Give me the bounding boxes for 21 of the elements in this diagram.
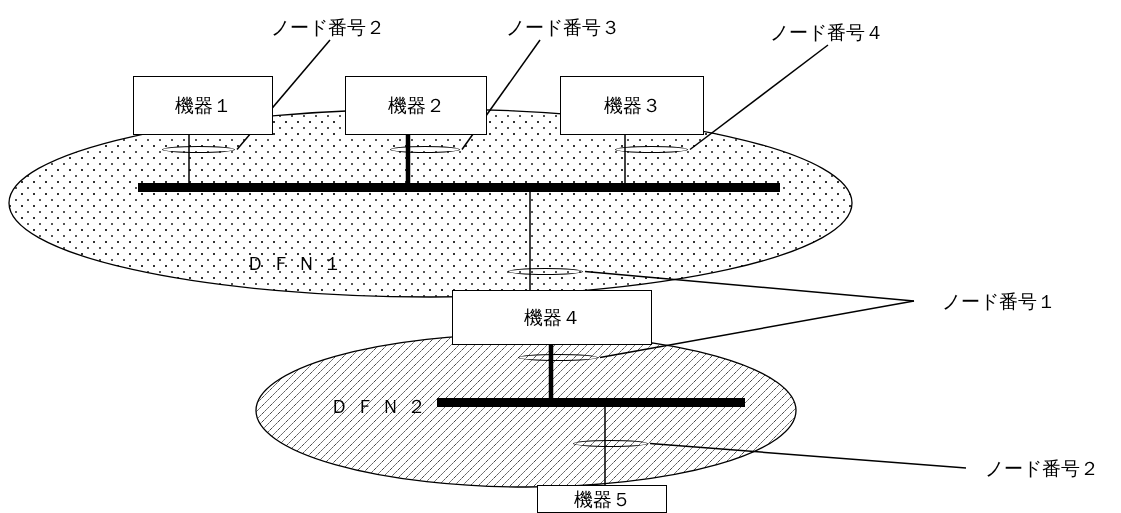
node-number-label: ノード番号２	[966, 455, 1118, 481]
leader-line	[649, 442, 967, 469]
device-box: 機器１	[133, 76, 273, 135]
network-label: ＤＦＮ２	[330, 397, 433, 416]
connection-line	[188, 134, 190, 184]
node-number-label: ノード番号４	[752, 19, 902, 45]
connection-line	[405, 135, 411, 183]
leader-line	[584, 270, 915, 302]
connection-line	[604, 406, 606, 486]
node-number-label: ノード番号１	[914, 288, 1084, 314]
leader-line	[599, 300, 915, 359]
network-label: ＤＦＮ１	[246, 254, 349, 273]
node-number-label: ノード番号３	[488, 14, 638, 40]
connection-line	[529, 191, 531, 291]
device-box: 機器３	[560, 76, 704, 135]
device-box: 機器４	[452, 290, 652, 345]
network-ellipse	[255, 333, 797, 488]
device-box: 機器５	[537, 485, 667, 513]
device-box: 機器２	[345, 76, 487, 135]
connection-line	[624, 134, 626, 184]
node-number-label: ノード番号２	[258, 14, 398, 40]
